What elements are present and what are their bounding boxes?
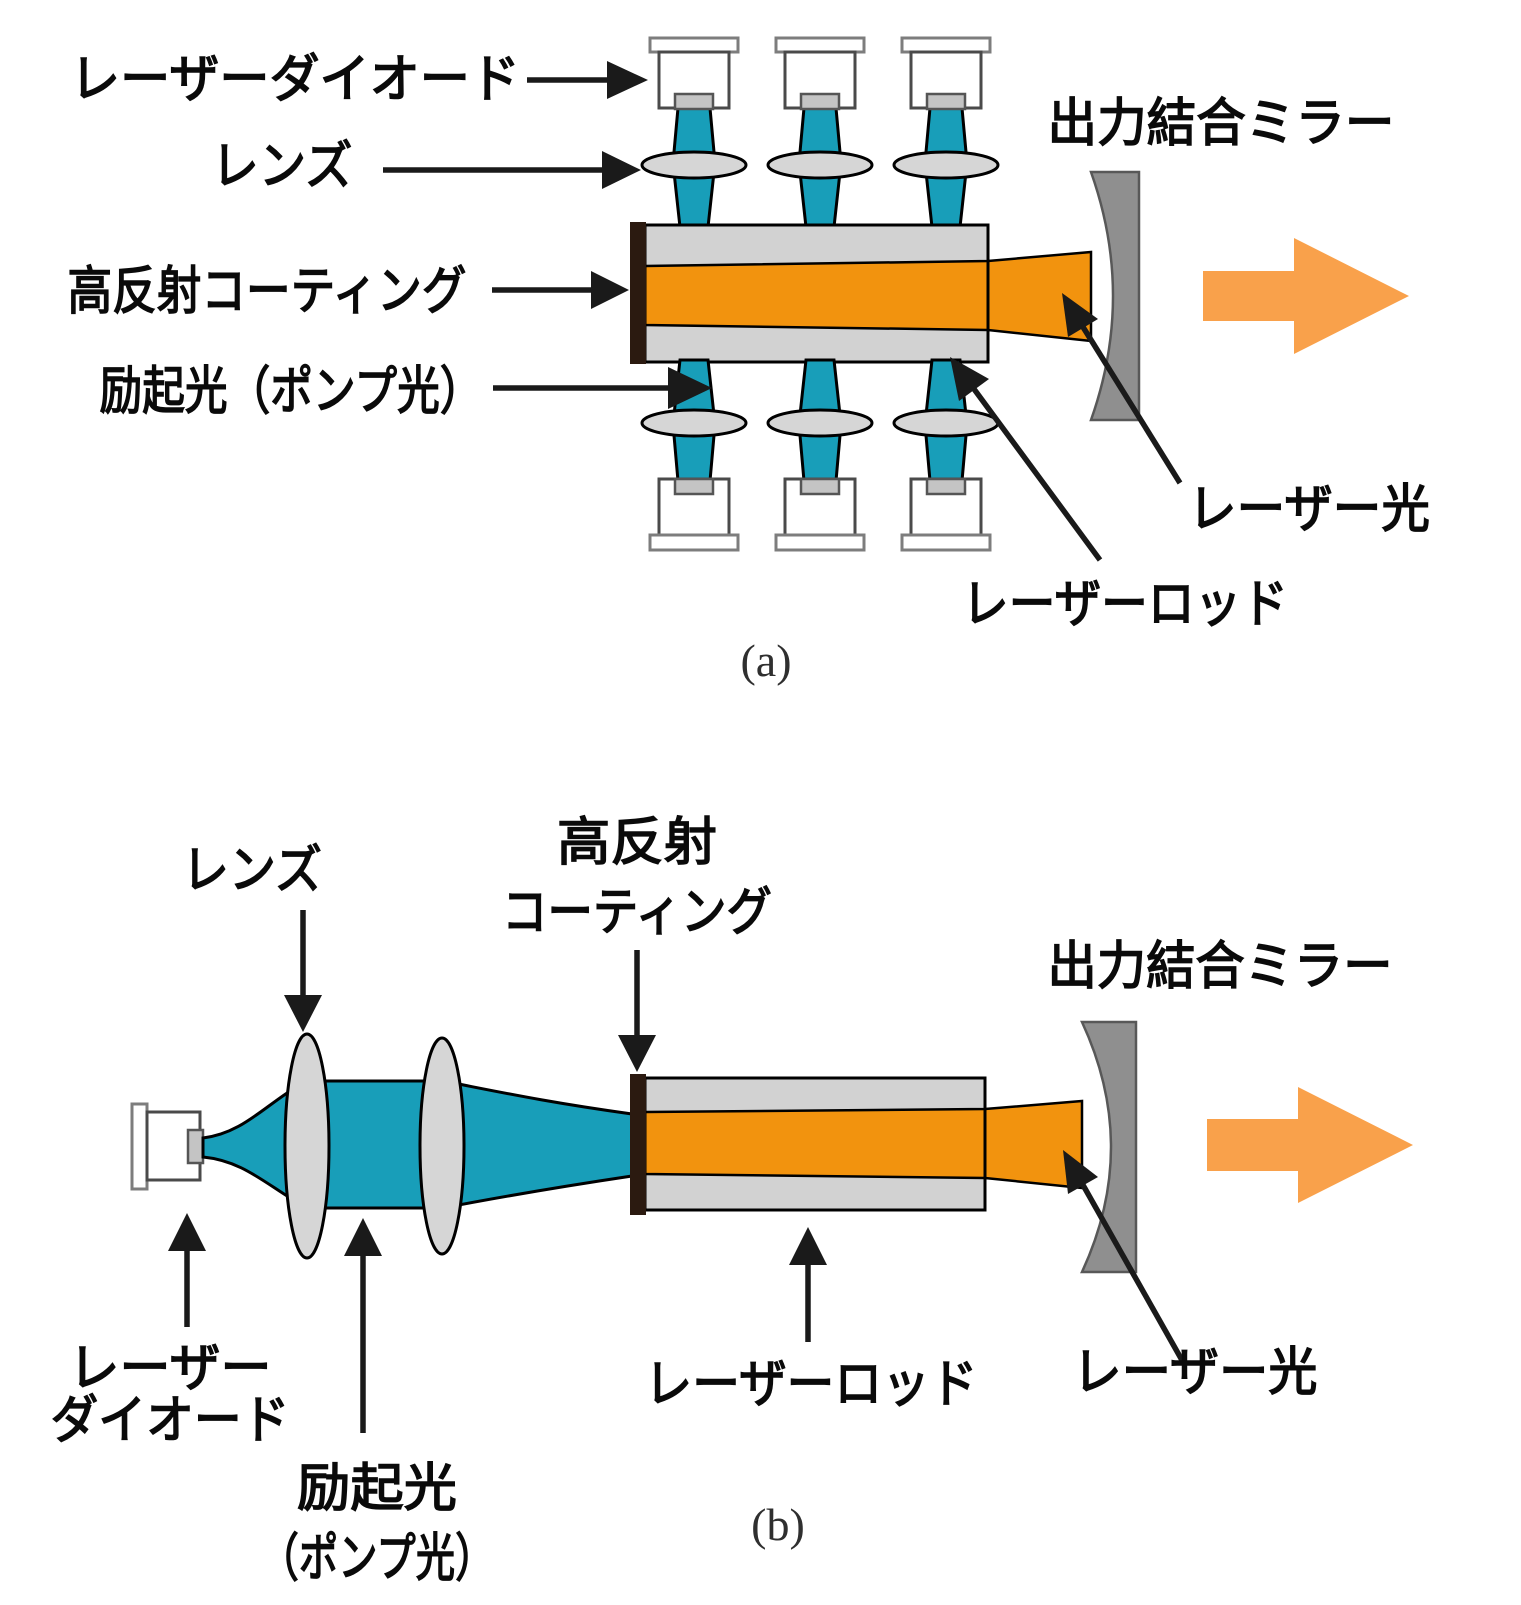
diode-emitter-icon [799, 92, 841, 111]
label-pump-light-b-line1: 励起光 [297, 1460, 457, 1518]
diode-heatsink-icon [648, 533, 740, 552]
arrowhead-icon [789, 1227, 827, 1265]
hr-coating-icon [630, 222, 646, 364]
pump-unit-top-2 [766, 36, 874, 229]
diode-emitter-icon [673, 477, 715, 496]
hr-coating-icon [630, 1074, 646, 1215]
label-laser-light-b: レーザー光 [1073, 1344, 1318, 1402]
pump-beam-icon [201, 1079, 634, 1210]
diode-emitter-icon [673, 92, 715, 111]
arrowhead-icon [344, 1218, 382, 1256]
output-beam-arrow-icon [1203, 238, 1409, 354]
diode-heatsink-icon [900, 533, 992, 552]
label-laser-diode-b-line1: レーザー [69, 1340, 272, 1398]
laser-beam-icon [643, 1099, 1084, 1190]
output-mirror-icon [1080, 1020, 1138, 1274]
arrowhead-icon [607, 61, 648, 99]
pointer-arrows-b [168, 910, 1186, 1433]
label-laser-rod-a: レーザーロッド [962, 576, 1288, 634]
pump-unit-top-3 [892, 36, 1000, 229]
arrowhead-icon [668, 367, 712, 409]
label-pump-light-a: 励起光（ポンプ光） [100, 363, 483, 421]
label-hr-coating-b-line2: コーティング [502, 884, 772, 942]
arrowhead-icon [168, 1213, 206, 1251]
lens-icon [283, 1032, 331, 1260]
arrowhead-icon [1063, 1150, 1098, 1194]
pump-unit-top-1 [640, 36, 748, 229]
lens-icon [766, 408, 874, 438]
lens-icon [892, 408, 1000, 438]
arrowhead-icon [591, 271, 629, 309]
diode-emitter-icon [925, 477, 967, 496]
pump-unit-bottom-2 [766, 358, 874, 552]
output-beam-arrow-icon [1207, 1087, 1413, 1203]
diode-heatsink-icon [130, 1102, 149, 1191]
lens-icon [766, 150, 874, 180]
diode-heatsink-icon [774, 36, 866, 54]
label-hr-coating-b-line1: 高反射 [557, 814, 717, 872]
diagram-b: レンズ 高反射 コーティング 出力結合ミラー レーザー ダイオード 励起光 （ポ… [51, 814, 1413, 1588]
label-laser-diode-a: レーザーダイオード [70, 51, 520, 109]
arrowhead-icon [284, 995, 322, 1032]
label-laser-rod-b: レーザーロッド [645, 1356, 978, 1414]
laser-diode-assembly-b [130, 1102, 205, 1191]
pump-unit-bottom-3 [892, 358, 1000, 552]
diode-heatsink-icon [648, 36, 740, 54]
caption-b: (b) [751, 1499, 805, 1550]
label-laser-light-a: レーザー光 [1188, 481, 1430, 539]
diagram-a: レーザーダイオード レンズ 高反射コーティング 励起光（ポンプ光） 出力結合ミラ… [68, 36, 1430, 686]
arrowhead-icon [950, 357, 989, 401]
arrowhead-icon [1062, 293, 1098, 337]
laser-rod-assembly-b [630, 1074, 1084, 1215]
arrowhead-icon [618, 1035, 656, 1072]
lens-icon [640, 150, 748, 180]
arrowhead-icon [602, 151, 641, 189]
lens-icon [892, 150, 1000, 180]
output-mirror-icon [1089, 170, 1141, 422]
lens-icon [418, 1036, 466, 1256]
label-output-mirror-b: 出力結合ミラー [1048, 938, 1393, 996]
lens-icon [640, 408, 748, 438]
diode-emitter-icon [186, 1128, 205, 1165]
caption-a: (a) [740, 635, 791, 686]
label-lens-b: レンズ [182, 842, 322, 900]
pointer-line [971, 387, 1103, 562]
pointer-line [1080, 325, 1183, 485]
label-output-mirror-a: 出力結合ミラー [1048, 95, 1395, 153]
diode-heatsink-icon [900, 36, 992, 54]
label-pump-light-b-line2: （ポンプ光） [260, 1530, 495, 1588]
pointer-line [1080, 1183, 1186, 1364]
label-laser-diode-b-line2: ダイオード [51, 1392, 290, 1450]
label-hr-coating-a: 高反射コーティング [68, 263, 467, 321]
diode-emitter-icon [925, 92, 967, 111]
diode-emitter-icon [799, 477, 841, 496]
label-lens-a: レンズ [212, 138, 353, 196]
diode-heatsink-icon [774, 533, 866, 552]
pointer-arrows-a [383, 61, 1183, 562]
laser-rod-assembly-a [630, 222, 1093, 364]
